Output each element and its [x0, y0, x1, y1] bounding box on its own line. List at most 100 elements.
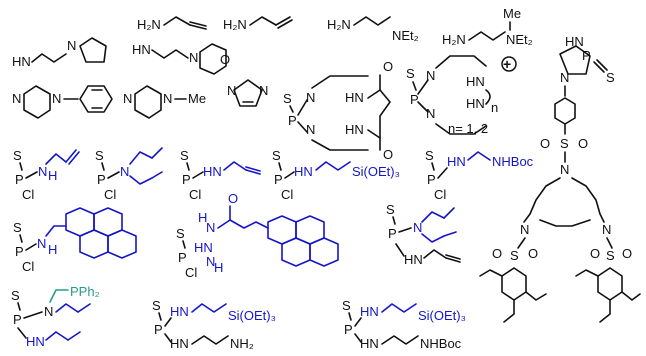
- o-label-4: O: [540, 136, 550, 151]
- hn-label-3: HN: [345, 90, 364, 105]
- n-label-7: N: [227, 83, 236, 98]
- h2n-label-3: H₂N: [327, 17, 351, 32]
- silyl-aminopropyl-phosphorothioate: S P HN Si(OEt)₃ HN NH₂: [152, 298, 276, 351]
- s-label-6: S: [272, 148, 281, 163]
- o-label-10: O: [228, 191, 238, 206]
- o-label-2: O: [383, 59, 393, 74]
- sioet3-label: Si(OEt)₃: [352, 164, 400, 179]
- silyl-boc-phosphorothioate: S P HN Si(OEt)₃ HN NHBoc: [342, 298, 466, 351]
- cl-label-2: Cl: [104, 187, 116, 202]
- s-label-11: S: [606, 248, 615, 263]
- o-label-7: O: [528, 246, 538, 261]
- n-label-6: N: [163, 91, 172, 106]
- hn-label-14: HN: [170, 304, 189, 319]
- hn-label-6: HN: [466, 96, 485, 111]
- h-label-4: H: [198, 210, 207, 225]
- p-label-14: P: [344, 322, 353, 337]
- methylpiperazine: N N Me: [123, 85, 206, 119]
- n-label-3: N: [12, 91, 21, 106]
- imidazole: N N: [227, 79, 268, 107]
- h2n-label-4: H₂N: [442, 32, 466, 47]
- p-label-8: P: [582, 48, 591, 63]
- allyl-propargyl-phosphorothioate: S P N HN: [386, 202, 461, 267]
- s-label-4: S: [95, 148, 104, 163]
- h-label: H: [48, 168, 57, 183]
- s-label-16: S: [152, 298, 161, 313]
- p-label: P: [288, 113, 297, 128]
- n-label-18: N: [602, 222, 611, 237]
- n-equals-label: n= 1, 2: [448, 121, 488, 136]
- hn-label-9: HN: [447, 154, 466, 169]
- s-label-17: S: [342, 298, 351, 313]
- hn-label-10: HN: [565, 34, 584, 49]
- hn-label-11: HN: [194, 240, 213, 255]
- bicyclic-malonamide: S P N N HN HN O O: [283, 59, 393, 162]
- n-label-2: N: [189, 50, 198, 65]
- me-label-2: Me: [188, 91, 206, 106]
- hn-label-12: HN: [404, 252, 423, 267]
- diallyl-phosphorchloridothioate: S P Cl N: [95, 147, 163, 202]
- p-label-4: P: [97, 172, 106, 187]
- boc-phosphorchloridothioate: S P Cl HN NHBoc: [425, 148, 534, 202]
- o-label-5: O: [578, 136, 588, 151]
- hn-label-8: HN: [294, 164, 313, 179]
- n-label-13: N: [38, 164, 47, 179]
- phenylpiperazine: N N: [12, 85, 113, 119]
- p-label-3: P: [15, 172, 24, 187]
- nhboc-label-2: NHBoc: [420, 336, 462, 351]
- macrocycle-n: S P N N HN HN n n= 1, 2: [406, 55, 498, 136]
- n-label: N: [67, 38, 76, 53]
- silyl-phosphorchloridothioate: S P Cl HN Si(OEt)₃: [272, 148, 400, 202]
- n-label-21: N: [206, 220, 215, 235]
- n-label-20: N: [206, 254, 215, 269]
- p-label-9: P: [15, 244, 24, 259]
- hn-label-7: HN: [203, 164, 222, 179]
- n-label-19: N: [37, 236, 46, 251]
- n-label-4: N: [52, 91, 61, 106]
- nh2-label: NH₂: [230, 336, 254, 351]
- propargylamine: H₂N: [137, 16, 207, 32]
- sioet3-label-3: Si(OEt)₃: [418, 308, 466, 323]
- p-label-2: P: [410, 92, 419, 107]
- diethylethylenediamine: H₂N NEt₂: [327, 16, 419, 43]
- hn-label-13: HN: [26, 334, 45, 349]
- s-label-8: S: [606, 70, 615, 85]
- cl-label-4: Cl: [281, 187, 293, 202]
- p-label-12: P: [13, 312, 22, 327]
- n-label-23: N: [44, 304, 53, 319]
- morpholine-amine: HN N O: [132, 42, 230, 75]
- pph2-label: PPh₂: [70, 284, 100, 299]
- n-label-10: N: [306, 122, 315, 137]
- o-label-6: O: [492, 246, 502, 261]
- cl-label: Cl: [22, 187, 34, 202]
- sioet3-label-2: Si(OEt)₃: [228, 308, 276, 323]
- s-label-10: S: [510, 248, 519, 263]
- s-label-15: S: [11, 288, 20, 303]
- n-label-15: N: [560, 70, 569, 85]
- n-label-17: N: [520, 222, 529, 237]
- s-label: S: [283, 91, 292, 106]
- n-label-12: N: [426, 106, 435, 121]
- allylamine: H₂N: [223, 16, 293, 32]
- diphenylphosphino-phosphorothioate: S P N PPh₂ HN: [11, 284, 100, 349]
- pyrenyl-hydrazide: S P Cl HN N H N H O: [176, 191, 339, 280]
- pyrenyl-phosphorchloridothioate: S P Cl N H: [13, 207, 137, 274]
- h2n-label: H₂N: [137, 17, 161, 32]
- propargyl-phosphorchloridothioate: S P Cl HN: [180, 148, 261, 202]
- h-label-3: H: [214, 260, 223, 275]
- o-label-9: O: [622, 246, 632, 261]
- me-label: Me: [503, 6, 521, 21]
- s-label-5: S: [180, 148, 189, 163]
- n-label-14: N: [120, 164, 129, 179]
- s-label-13: S: [176, 226, 185, 241]
- hn-label-16: HN: [360, 304, 379, 319]
- hn-label-4: HN: [345, 122, 364, 137]
- cl-label-6: Cl: [22, 259, 34, 274]
- trisulfonyl-macrocycle: HN P S N S O O N N N S O O S O O: [479, 34, 641, 323]
- n-label-16: N: [560, 162, 569, 177]
- n-label-11: N: [426, 68, 435, 83]
- p-label-6: P: [274, 172, 283, 187]
- n-sub-label: n: [491, 100, 498, 115]
